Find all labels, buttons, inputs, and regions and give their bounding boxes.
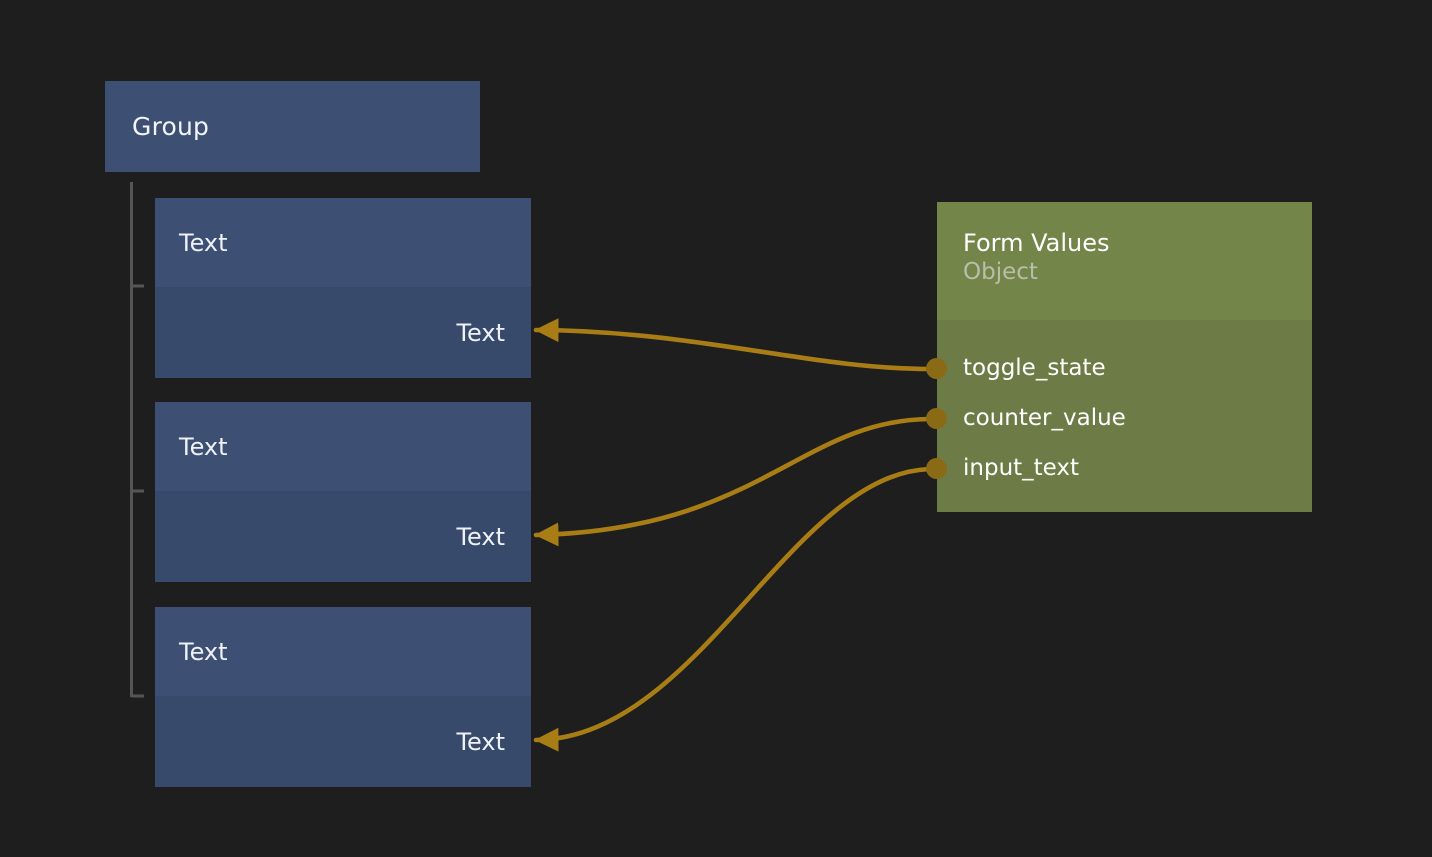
- object-node-form-values[interactable]: Form Values Object toggle_state counter_…: [926, 202, 1312, 512]
- text-node-0-header-label: Text: [179, 228, 228, 257]
- text-node-1-body-label: Text: [456, 522, 505, 551]
- text-node-1[interactable]: Text Text: [155, 402, 531, 582]
- edge-toggle-state-to-text-node-0: [533, 318, 933, 372]
- group-node[interactable]: Group: [105, 81, 480, 172]
- text-node-2[interactable]: Text Text: [155, 607, 531, 787]
- text-node-2-header-label: Text: [179, 637, 228, 666]
- port-dot-counter-value[interactable]: [926, 407, 947, 429]
- port-row-counter-value[interactable]: counter_value: [926, 393, 1312, 443]
- text-node-1-body[interactable]: Text: [155, 491, 531, 582]
- port-label-input-text: input_text: [963, 455, 1080, 481]
- port-label-toggle-state: toggle_state: [963, 355, 1106, 381]
- object-node-title: Form Values: [963, 229, 1110, 257]
- text-node-0[interactable]: Text Text: [155, 198, 531, 378]
- port-row-toggle-state[interactable]: toggle_state: [926, 343, 1312, 393]
- object-node-header[interactable]: Form Values Object: [937, 202, 1312, 320]
- tree-connector: [130, 182, 144, 698]
- text-node-0-body-label: Text: [456, 318, 505, 347]
- text-node-2-body[interactable]: Text: [155, 696, 531, 787]
- text-node-1-header[interactable]: Text: [155, 402, 531, 491]
- object-node-body: toggle_state counter_value input_text: [926, 320, 1312, 512]
- text-node-0-header[interactable]: Text: [155, 198, 531, 287]
- text-node-1-header-label: Text: [179, 432, 228, 461]
- port-dot-input-text[interactable]: [926, 457, 947, 479]
- text-node-0-body[interactable]: Text: [155, 287, 531, 378]
- edge-input-text-to-text-node-2: [533, 466, 933, 752]
- edge-counter-value-to-text-node-1: [533, 416, 933, 547]
- port-label-counter-value: counter_value: [963, 405, 1126, 431]
- text-node-2-body-label: Text: [456, 727, 505, 756]
- group-node-title: Group: [132, 112, 210, 141]
- port-row-input-text[interactable]: input_text: [926, 443, 1312, 493]
- object-node-subtitle: Object: [963, 259, 1038, 285]
- port-dot-toggle-state[interactable]: [926, 357, 947, 379]
- text-node-2-header[interactable]: Text: [155, 607, 531, 696]
